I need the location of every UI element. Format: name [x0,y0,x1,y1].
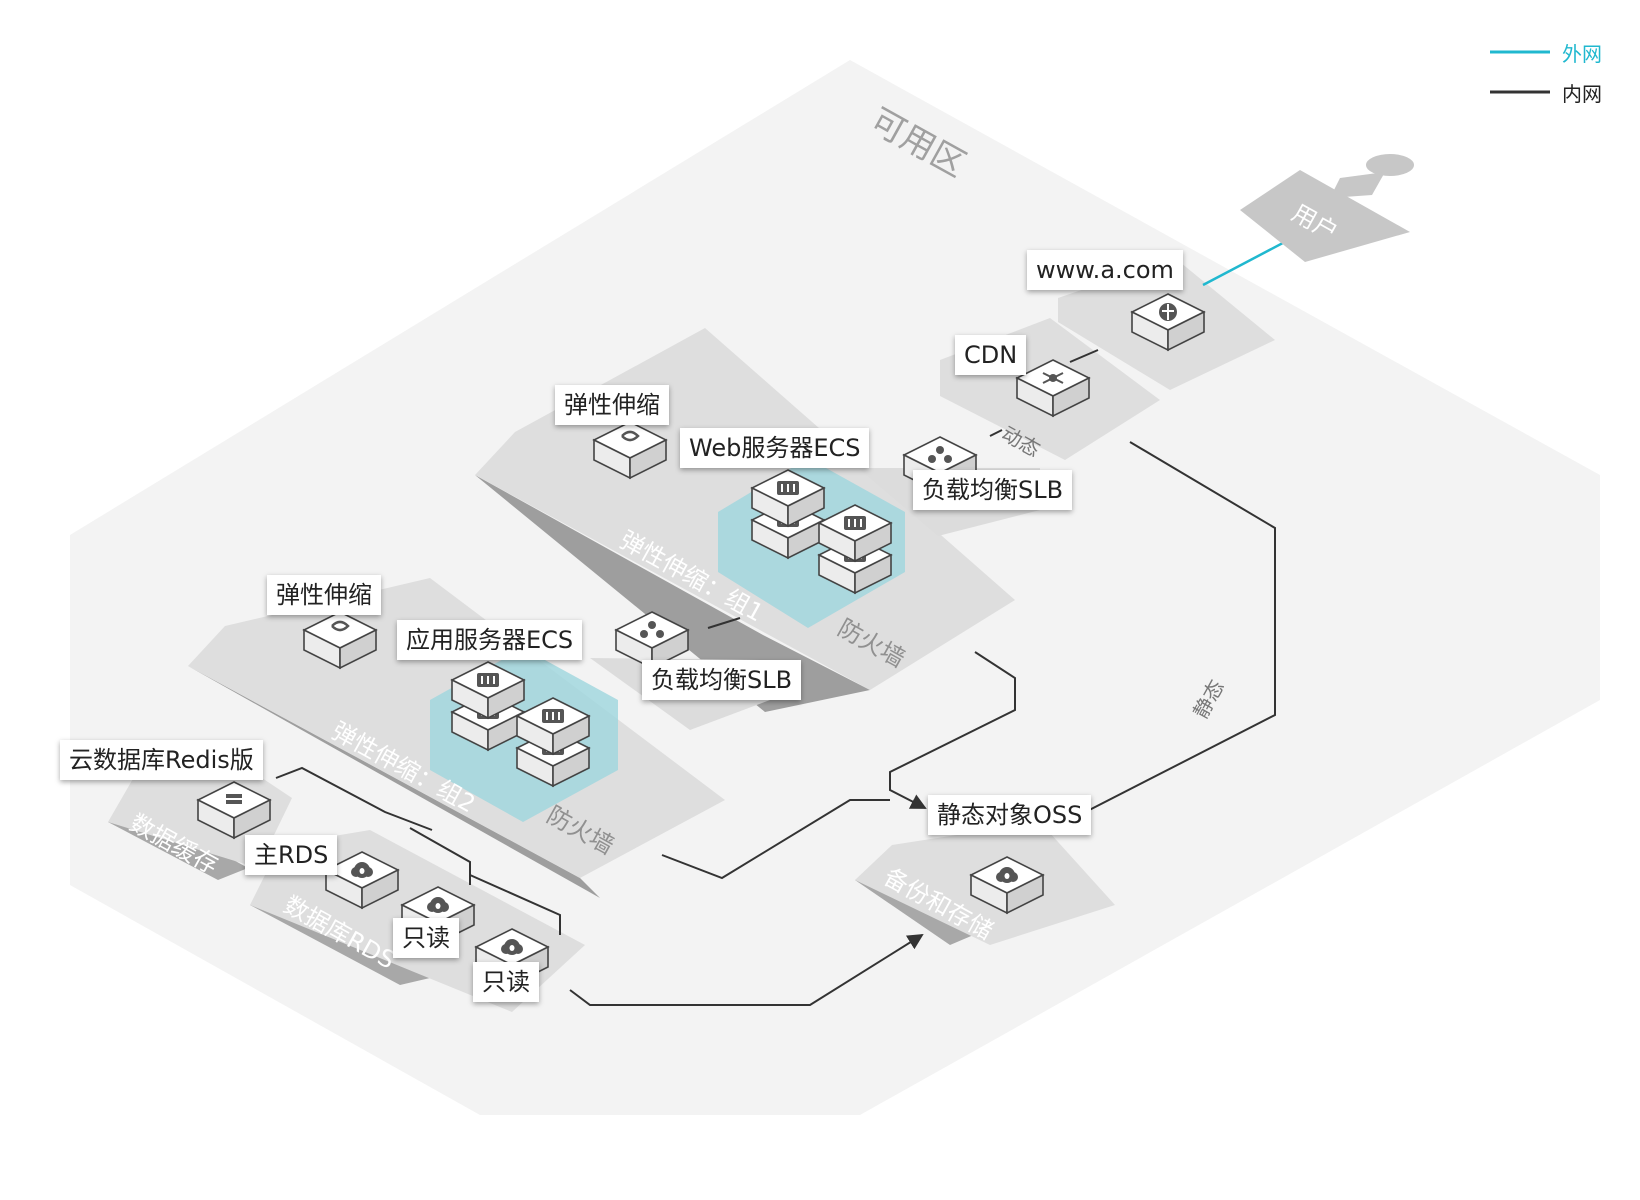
autoscale-icon[interactable] [303,611,377,669]
autoscale-icon[interactable] [593,421,667,479]
user-node[interactable]: 用户 [1240,154,1414,262]
web-slb-label[interactable]: 负载均衡SLB [913,470,1073,510]
rds-master-label[interactable]: 主RDS [245,835,338,875]
web-scaling-label[interactable]: 弹性伸缩 [555,385,669,425]
rds-read1-label[interactable]: 只读 [393,918,459,958]
globe-icon[interactable] [1131,293,1205,351]
legend-external-label: 外网 [1562,42,1602,66]
web-ecs-label[interactable]: Web服务器ECS [680,428,870,468]
app-ecs-label[interactable]: 应用服务器ECS [397,620,583,660]
load-balancer-icon[interactable] [903,436,977,494]
rds-read2-label[interactable]: 只读 [473,962,539,1002]
network-hub-icon[interactable] [1016,359,1090,417]
oss-label[interactable]: 静态对象OSS [928,795,1092,835]
cdn-label[interactable]: CDN [955,335,1027,375]
cache-db-icon[interactable] [197,781,271,839]
load-balancer-icon[interactable] [615,611,689,669]
redis-label[interactable]: 云数据库Redis版 [60,740,263,780]
app-slb-label[interactable]: 负载均衡SLB [642,660,802,700]
app-scaling-label[interactable]: 弹性伸缩 [267,575,381,615]
www-label[interactable]: www.a.com [1027,250,1183,290]
legend-internal-label: 内网 [1562,82,1602,106]
internal-connections [275,349,1276,1006]
